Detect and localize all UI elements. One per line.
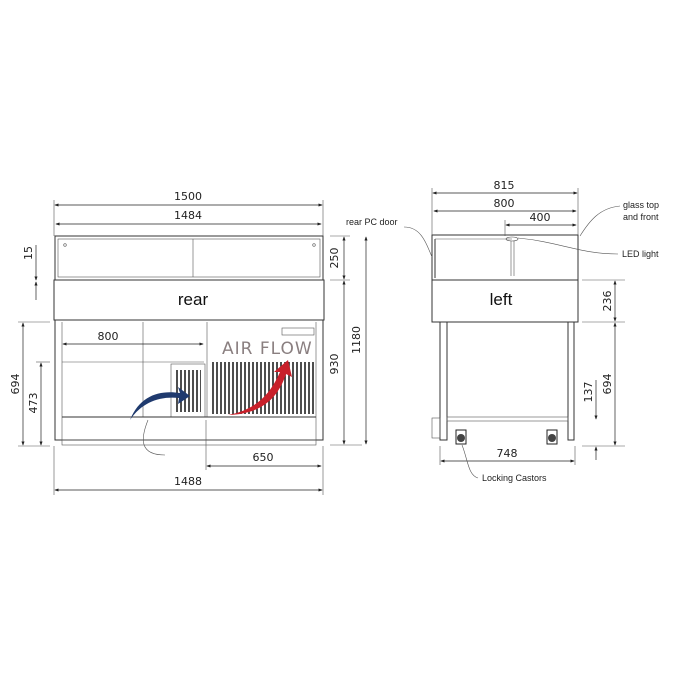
- led-leader: [517, 237, 619, 255]
- dim-1484: 1484: [174, 209, 202, 222]
- rear-label: rear: [178, 290, 209, 309]
- dim-800-side: 800: [494, 197, 515, 210]
- glass-canopy-side: [431, 234, 579, 281]
- glass-callout-line1: glass top: [623, 200, 659, 210]
- intake-arrow-icon: [130, 387, 190, 420]
- control-box: [281, 327, 315, 336]
- air-flow-label: AIR FLOW: [222, 339, 313, 359]
- dim-748: 748: [497, 447, 518, 460]
- glass-leader: [579, 205, 621, 237]
- power-cable: [142, 419, 166, 456]
- rear-door-leader: [403, 226, 433, 258]
- rear-panel: [53, 279, 325, 321]
- glass-callout-line2: and front: [623, 212, 659, 222]
- dim-650: 650: [253, 451, 274, 464]
- castor-icon: [455, 429, 467, 445]
- rear-view: rear AIR FLOW 1500 1484 15 250 930 1180 …: [9, 190, 368, 495]
- dim-1488: 1488: [174, 475, 202, 488]
- dim-15: 15: [22, 246, 35, 260]
- dim-400: 400: [530, 211, 551, 224]
- dim-694-side: 694: [601, 374, 614, 395]
- left-label: left: [490, 290, 513, 309]
- dim-236: 236: [601, 291, 614, 312]
- led-callout: LED light: [622, 249, 659, 259]
- dim-815: 815: [494, 179, 515, 192]
- dim-473: 473: [27, 393, 40, 414]
- glass-canopy: [54, 235, 324, 281]
- dim-250: 250: [328, 248, 341, 269]
- dim-694-rear: 694: [9, 374, 22, 395]
- led-light-icon: [505, 236, 519, 242]
- castors-callout: Locking Castors: [482, 473, 547, 483]
- dim-800-rear: 800: [98, 330, 119, 343]
- castor-icon: [546, 429, 558, 445]
- dim-1180: 1180: [350, 326, 363, 354]
- castor-leader: [461, 444, 479, 479]
- dim-1500: 1500: [174, 190, 202, 203]
- left-view: left 815 800 400 236 694 137 748 rear PC…: [346, 179, 659, 483]
- dim-930: 930: [328, 354, 341, 375]
- exhaust-arrow-icon: [228, 360, 292, 415]
- rear-door-callout: rear PC door: [346, 217, 398, 227]
- condenser-grille: [212, 362, 314, 414]
- side-panel: [431, 279, 579, 323]
- dim-137: 137: [582, 382, 595, 403]
